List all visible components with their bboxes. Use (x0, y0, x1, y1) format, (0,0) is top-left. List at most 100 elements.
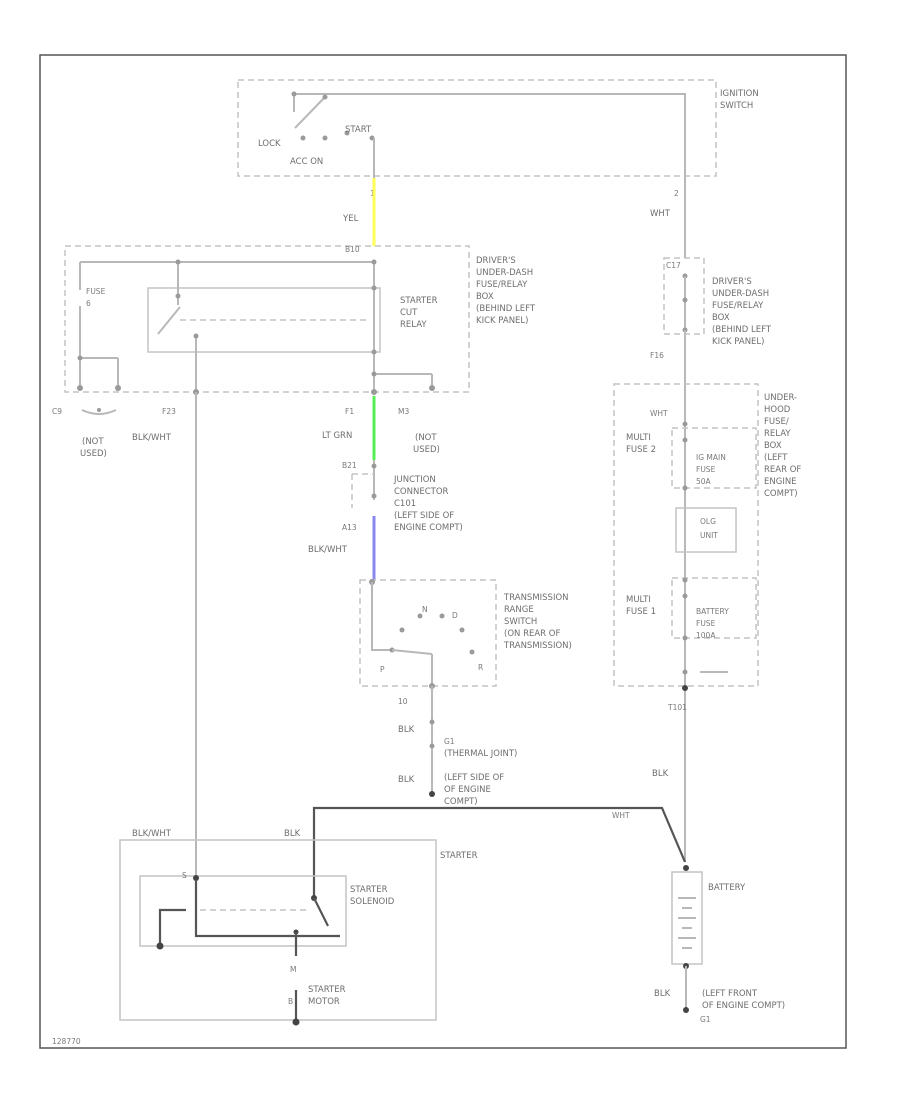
mf1-2: FUSE 1 (626, 607, 656, 617)
starter-title: STARTER (440, 851, 478, 861)
motor-label-1: STARTER (308, 985, 346, 995)
wire-blk-batt-bottom-label: BLK (654, 989, 671, 999)
uh-label-8: ENGINE (764, 477, 797, 487)
pin-f23: F23 (162, 407, 176, 416)
ig-fuse-1: IG MAIN (696, 453, 726, 462)
wire-blk-c1-label: BLK (398, 725, 415, 735)
fuse-label: FUSE (86, 287, 106, 296)
ignition-switch: LOCK START ACC ON IGNITION SWITCH 1 2 (237, 79, 759, 198)
trans-pin-10: 10 (398, 697, 408, 706)
wire-wht-batt-label: WHT (612, 811, 630, 820)
junction-label-4: (LEFT SIDE OF (394, 511, 454, 521)
junction-label-2: CONNECTOR (394, 487, 449, 497)
junction-pin-b21: B21 (342, 461, 357, 470)
dfb-label-4: BOX (476, 292, 494, 302)
g1-label-1: (THERMAL JOINT) (444, 749, 517, 759)
junction-pin-a13: A13 (342, 523, 357, 532)
transmission-range-switch: N D P R TRANSMISSION RANGE SWITCH (ON RE… (359, 579, 572, 706)
trans-label-3: SWITCH (504, 617, 537, 627)
trans-pos-r: R (478, 663, 483, 672)
wire-blk-wht-starter-label: BLK/WHT (132, 829, 172, 839)
ign-title-2: SWITCH (720, 101, 753, 111)
g1-label-3: OF ENGINE (444, 785, 491, 795)
dfr-label-5: (BEHIND LEFT (712, 325, 772, 335)
dfb-label-6: KICK PANEL) (476, 316, 528, 326)
battery: BATTERY BLK (LEFT FRONT OF ENGINE COMPT)… (654, 865, 785, 1024)
pin-c9: C9 (52, 407, 62, 416)
mf2-2: FUSE 2 (626, 445, 656, 455)
wire-battery-cable (312, 806, 687, 898)
wire-wht-label: WHT (650, 209, 671, 219)
junction-label-1: JUNCTION (393, 475, 436, 485)
drivers-fuse-box-right: C17 DRIVER'S UNDER-DASH FUSE/RELAY BOX (… (650, 257, 772, 360)
g1-code: G1 (444, 737, 455, 746)
wire-blk-wht-left-label: BLK/WHT (132, 433, 172, 443)
dfb-label-2: UNDER-DASH (476, 268, 533, 278)
starter-pin-b: B (288, 997, 293, 1006)
solenoid-label-1: STARTER (350, 885, 388, 895)
dfr-label-2: UNDER-DASH (712, 289, 769, 299)
dfr-label-3: FUSE/RELAY (712, 301, 764, 311)
drivers-fuse-box-left: B10 FUSE 6 STARTER CUT RELAY DRIVER'S UN… (52, 245, 536, 459)
batt-ground-code: G1 (700, 1015, 711, 1024)
batt-fuse-1: BATTERY (696, 607, 729, 616)
trans-pos-p: P (380, 665, 385, 674)
junction-label-3: C101 (394, 499, 416, 509)
batt-fuse-2: FUSE (696, 619, 716, 628)
motor-label-2: MOTOR (308, 997, 340, 1007)
olg-1: OLG (700, 517, 716, 526)
dfb-label-3: FUSE/RELAY (476, 280, 528, 290)
wire-yel-label: YEL (342, 214, 359, 224)
junction-connector-c101: B21 A13 JUNCTION CONNECTOR C101 (LEFT SI… (342, 460, 463, 533)
dfb-label-1: DRIVER'S (476, 256, 516, 266)
battery-title: BATTERY (708, 883, 746, 893)
uh-label-5: BOX (764, 441, 782, 451)
mf2-1: MULTI (626, 433, 651, 443)
dfr-pin-f16: F16 (650, 351, 664, 360)
starter-assembly: STARTER BLK/WHT BLK S M B STARTER SOLENO… (119, 829, 478, 1026)
wire-blk-c2-label: BLK (398, 775, 415, 785)
uh-label-4: RELAY (764, 429, 791, 439)
not-used-right-1: (NOT (415, 433, 437, 443)
relay-label-2: CUT (400, 308, 418, 318)
g1-label-4: COMPT) (444, 797, 478, 807)
relay-label-3: RELAY (400, 320, 427, 330)
footer-code: 128770 (52, 1037, 81, 1046)
ig-fuse-3: 50A (696, 477, 712, 486)
wire-lt-grn-label: LT GRN (322, 431, 352, 441)
ign-pos-start: START (345, 125, 372, 135)
starter-pin-m: M (290, 965, 296, 974)
uh-label-6: (LEFT (764, 453, 788, 463)
g1-label-2: (LEFT SIDE OF (444, 773, 504, 783)
pin-m3: M3 (398, 407, 409, 416)
trans-label-5: TRANSMISSION) (503, 641, 572, 651)
solenoid-label-2: SOLENOID (350, 897, 395, 907)
wire-blk-wht-mid-label: BLK/WHT (308, 545, 348, 555)
trans-pos-d: D (452, 611, 458, 620)
batt-ground-label-1: (LEFT FRONT (702, 989, 758, 999)
dfr-label-6: KICK PANEL) (712, 337, 764, 347)
uh-label-9: COMPT) (764, 489, 798, 499)
wire-blk-batt-top-label: BLK (652, 769, 669, 779)
uh-pin-t101: T101 (667, 703, 687, 712)
trans-label-4: (ON REAR OF (504, 629, 560, 639)
batt-ground-label-2: OF ENGINE COMPT) (702, 1001, 785, 1011)
dfb-label-5: (BEHIND LEFT (476, 304, 536, 314)
diagram-frame (39, 54, 847, 1049)
dfr-pin-c17: C17 (666, 261, 681, 270)
junction-label-5: ENGINE COMPT) (394, 523, 463, 533)
not-used-left-1: (NOT (82, 437, 104, 447)
ign-title-1: IGNITION (720, 89, 759, 99)
fuse-num: 6 (86, 299, 91, 308)
batt-fuse-3: 100A (696, 631, 716, 640)
ground-g1: G1 (THERMAL JOINT) (LEFT SIDE OF OF ENGI… (444, 737, 517, 807)
uh-label-2: HOOD (764, 405, 791, 415)
trans-pos-n: N (422, 605, 428, 614)
ign-pin-2: 2 (674, 189, 679, 198)
uh-label-3: FUSE/ (764, 417, 789, 427)
pin-f1: F1 (345, 407, 354, 416)
wire-blk-starter-label: BLK (284, 829, 301, 839)
trans-label-2: RANGE (504, 605, 534, 615)
mf1-1: MULTI (626, 595, 651, 605)
